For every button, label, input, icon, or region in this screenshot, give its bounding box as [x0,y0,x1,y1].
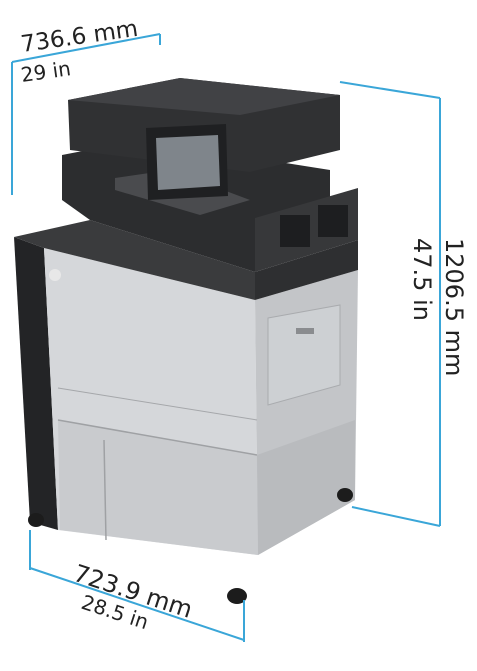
height-in-label: 47.5 in [408,238,436,321]
vent-grille [280,215,310,247]
brand-logo [49,269,61,281]
printer-left-side [14,237,58,530]
side-door [267,304,341,406]
depth-mm-label: 736.6 mm [19,16,139,58]
caster-wheel [28,513,44,527]
depth-dimension-line [11,33,161,63]
document-feeder-top [68,78,340,115]
caster-wheel [227,588,247,604]
dimension-lines [11,33,441,642]
printer-top-deck [14,220,255,300]
caster-wheel [337,488,353,502]
height-extension-line [339,81,441,99]
side-door-latch [296,328,314,334]
tray-divider [57,419,258,456]
printer-right-cabinet [257,420,355,555]
width-dimension-line [29,567,245,641]
cabinet-divider [103,439,107,541]
printer-cabinet [58,420,258,555]
printer-illustration [14,78,358,604]
control-panel-screen [156,135,220,190]
height-extension-line [351,506,441,527]
cabinet-divider [57,387,258,421]
depth-in-label: 29 in [19,56,72,87]
vent-grille [318,205,348,237]
height-mm-label: 1206.5 mm [440,238,468,376]
printer-upper-band [255,240,358,300]
